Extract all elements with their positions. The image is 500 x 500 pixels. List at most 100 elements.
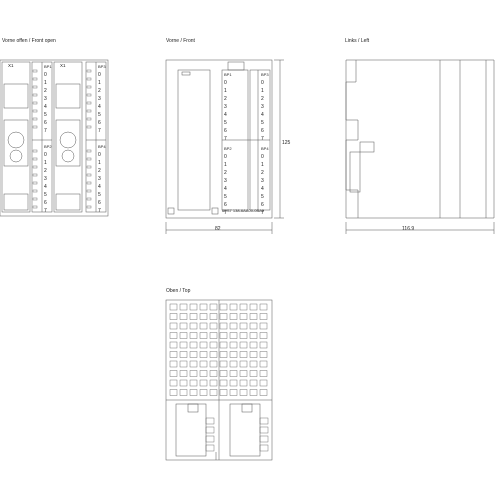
terminal-cell bbox=[249, 332, 258, 339]
terminal-cell bbox=[189, 303, 198, 311]
front-terminal-label: 3 bbox=[261, 104, 264, 110]
terminal-cell bbox=[259, 389, 268, 396]
terminal-cell bbox=[219, 322, 228, 330]
front-terminal-label: 3 bbox=[224, 104, 227, 110]
terminal-cell bbox=[169, 322, 178, 330]
front-terminal-label: BP1 bbox=[224, 72, 232, 77]
terminal-cell bbox=[229, 332, 238, 339]
terminal-cell bbox=[249, 313, 258, 320]
top-view bbox=[165, 299, 273, 461]
terminal-cell bbox=[219, 351, 228, 358]
terminal-cell bbox=[239, 389, 248, 396]
terminal-cell bbox=[179, 303, 188, 311]
terminal-cell bbox=[209, 360, 218, 368]
terminal-cell bbox=[239, 332, 248, 339]
terminal-cell bbox=[179, 313, 188, 320]
terminal-cell bbox=[219, 303, 228, 311]
front-terminal-label: 0 bbox=[261, 154, 264, 160]
terminal-cell bbox=[209, 370, 218, 377]
terminal-cell bbox=[259, 417, 269, 425]
front-terminal-label: 3 bbox=[261, 178, 264, 184]
terminal-cell bbox=[209, 322, 218, 330]
terminal-label: 6 bbox=[44, 200, 47, 206]
front-terminal-label: 1 bbox=[261, 88, 264, 94]
terminal-cell bbox=[219, 360, 228, 368]
terminal-cell bbox=[229, 379, 238, 387]
terminal-label: 7 bbox=[98, 208, 101, 214]
front-view bbox=[165, 59, 284, 234]
front-terminal-label: 1 bbox=[224, 88, 227, 94]
height-dimension-label: 125 bbox=[282, 140, 291, 146]
terminal-cell bbox=[219, 379, 228, 387]
terminal-label: 4 bbox=[98, 104, 101, 110]
terminal-label: 6 bbox=[98, 120, 101, 126]
front-terminal-label: 4 bbox=[224, 112, 227, 118]
terminal-cell bbox=[259, 303, 268, 311]
terminal-cell bbox=[259, 379, 268, 387]
terminal-cell bbox=[169, 332, 178, 339]
terminal-label: 0 bbox=[98, 72, 101, 78]
terminal-cell bbox=[209, 389, 218, 396]
terminal-cell bbox=[259, 332, 268, 339]
terminal-label: 1 bbox=[98, 160, 101, 166]
terminal-cell bbox=[179, 360, 188, 368]
terminal-label: 2 bbox=[44, 168, 47, 174]
terminal-cell bbox=[229, 370, 238, 377]
terminal-cell bbox=[259, 341, 268, 349]
terminal-label: BP3 bbox=[98, 64, 106, 69]
terminal-cell bbox=[229, 389, 238, 396]
terminal-label: 2 bbox=[98, 88, 101, 94]
terminal-cell bbox=[239, 322, 248, 330]
terminal-cell bbox=[169, 389, 178, 396]
terminal-label: 6 bbox=[98, 200, 101, 206]
terminal-cell bbox=[239, 303, 248, 311]
front-terminal-label: 6 bbox=[261, 202, 264, 208]
terminal-cell bbox=[239, 341, 248, 349]
terminal-label: 0 bbox=[98, 152, 101, 158]
depth-dimension-label: 116.9 bbox=[402, 226, 415, 232]
terminal-cell bbox=[249, 360, 258, 368]
front-terminal-label: 0 bbox=[224, 154, 227, 160]
terminal-label: 2 bbox=[98, 168, 101, 174]
terminal-label: 2 bbox=[44, 88, 47, 94]
front-terminal-label: 7 bbox=[261, 136, 264, 142]
terminal-cell bbox=[259, 435, 269, 443]
terminal-cell bbox=[259, 360, 268, 368]
terminal-cell bbox=[205, 426, 215, 434]
front-terminal-label: 5 bbox=[261, 120, 264, 126]
terminal-cell bbox=[229, 341, 238, 349]
terminal-cell bbox=[199, 322, 208, 330]
terminal-cell bbox=[179, 370, 188, 377]
terminal-cell bbox=[209, 379, 218, 387]
terminal-label: 7 bbox=[44, 208, 47, 214]
terminal-label: 3 bbox=[44, 176, 47, 182]
terminal-cell bbox=[239, 360, 248, 368]
terminal-cell bbox=[249, 351, 258, 358]
terminal-cell bbox=[229, 322, 238, 330]
terminal-cell bbox=[199, 379, 208, 387]
front-terminal-label: 2 bbox=[224, 96, 227, 102]
terminal-label: 7 bbox=[44, 128, 47, 134]
front-open-view-title: Vorne offen / Front open bbox=[2, 38, 56, 44]
terminal-cell bbox=[249, 303, 258, 311]
terminal-cell bbox=[219, 313, 228, 320]
terminal-label: 3 bbox=[98, 96, 101, 102]
terminal-cell bbox=[169, 360, 178, 368]
terminal-cell bbox=[199, 303, 208, 311]
terminal-cell bbox=[199, 341, 208, 349]
terminal-cell bbox=[249, 389, 258, 396]
x1-label-left: X1 bbox=[8, 63, 14, 68]
front-terminal-label: 5 bbox=[224, 120, 227, 126]
terminal-cell bbox=[229, 351, 238, 358]
terminal-cell bbox=[169, 313, 178, 320]
terminal-label: 0 bbox=[44, 152, 47, 158]
terminal-cell bbox=[219, 370, 228, 377]
terminal-label: 3 bbox=[44, 96, 47, 102]
terminal-cell bbox=[199, 360, 208, 368]
x1-label-right: X1 bbox=[60, 63, 66, 68]
front-terminal-label: 4 bbox=[261, 112, 264, 118]
front-terminal-label: 4 bbox=[224, 186, 227, 192]
terminal-cell bbox=[189, 313, 198, 320]
